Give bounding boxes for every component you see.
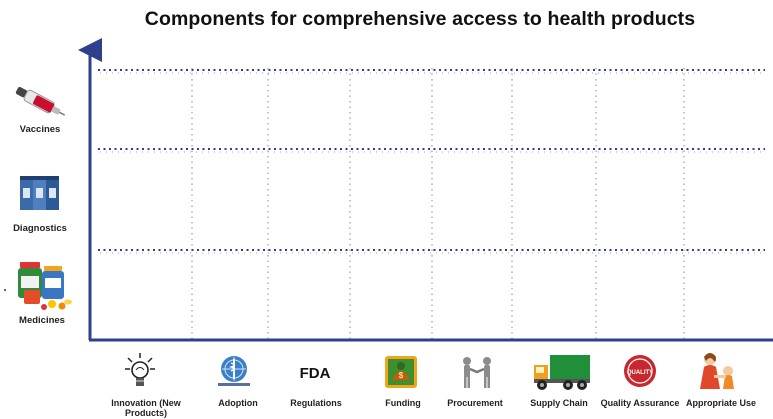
fda-logo-icon: FDA <box>294 362 336 389</box>
diagram-title: Components for comprehensive access to h… <box>144 8 696 30</box>
column-label-quality-assurance: Quality Assurance <box>600 398 680 408</box>
stray-dot <box>4 289 6 291</box>
delivery-truck-icon <box>532 353 592 396</box>
column-dividers <box>191 68 685 340</box>
diagnostics-kit-icon <box>18 174 62 219</box>
row-label-diagnostics: Diagnostics <box>13 223 67 234</box>
column-label-regulations: Regulations <box>290 398 342 408</box>
column-label-appropriate-use: Appropriate Use <box>685 398 756 408</box>
lightbulb-icon <box>124 352 156 395</box>
fda-logo-text: FDA <box>300 365 331 382</box>
quality-seal-icon: QUALITY <box>622 353 658 394</box>
column-label-supply-chain: Supply Chain <box>530 398 588 408</box>
medicine-bottles-icon <box>12 260 74 317</box>
column-label-innovation: Innovation (New Products) <box>111 398 181 418</box>
quality-seal-text: QUALITY <box>627 370 653 376</box>
svg-text:$: $ <box>399 371 404 380</box>
column-label-adoption: Adoption <box>218 398 258 408</box>
mother-child-icon <box>696 351 742 396</box>
row-label-medicines: Medicines <box>19 315 65 326</box>
money-bag-icon: $ <box>383 352 419 395</box>
vaccine-syringe-icon <box>12 82 68 127</box>
row-label-vaccines: Vaccines <box>19 124 61 135</box>
world-health-organization-logo-icon <box>212 354 256 393</box>
row-dividers <box>98 69 765 251</box>
handshake-figures-icon <box>458 356 496 395</box>
column-label-procurement: Procurement <box>447 398 503 408</box>
column-label-funding: Funding <box>385 398 421 408</box>
